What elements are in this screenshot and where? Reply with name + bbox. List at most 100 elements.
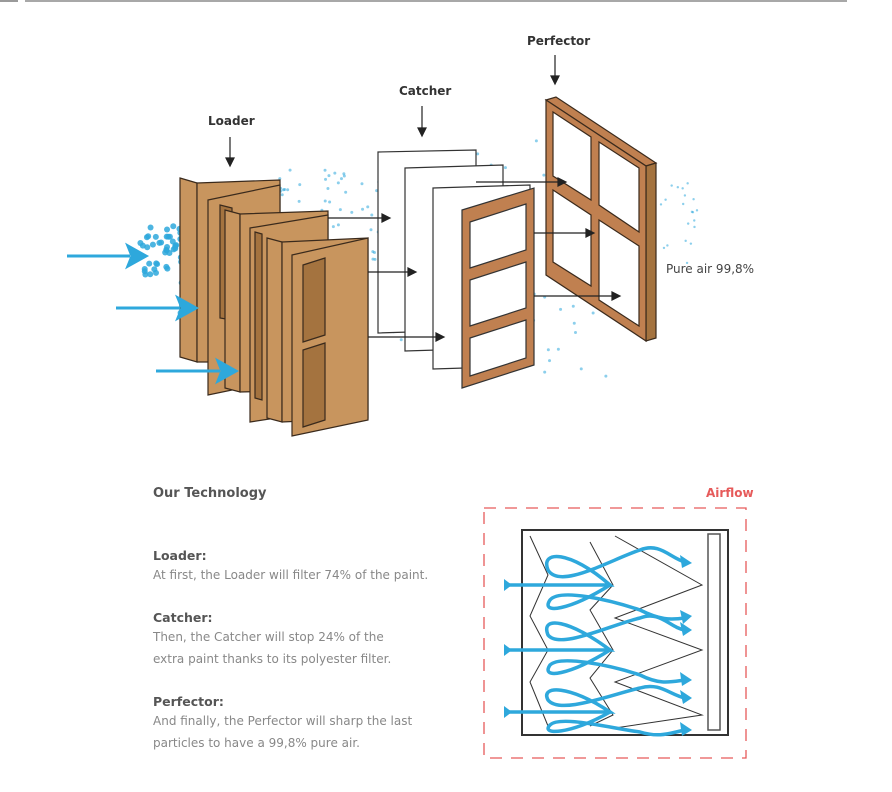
particle-dot — [684, 239, 687, 243]
particle-dot — [336, 181, 340, 185]
particle-dot — [571, 304, 575, 308]
particle-dot — [693, 219, 696, 222]
particle-dot — [142, 271, 149, 278]
particle-dot — [399, 338, 403, 342]
particle-dot — [371, 257, 375, 261]
particle-dot — [328, 200, 332, 204]
particle-dot — [664, 198, 667, 201]
particle-dot — [360, 182, 364, 186]
airflow-curves — [506, 546, 687, 737]
particle-dot — [683, 194, 687, 197]
particle-dot — [686, 222, 690, 225]
particle-dot — [543, 370, 547, 374]
particle-dot — [297, 199, 301, 203]
pleat-lines — [529, 535, 704, 729]
perfector-description: And finally, the Perfector will sharp th… — [153, 714, 413, 750]
particle-dot — [137, 239, 144, 246]
particle-dot — [172, 245, 179, 252]
particle-dot — [572, 321, 576, 325]
particle-dot — [686, 182, 689, 185]
particle-dot — [342, 172, 346, 176]
particle-dot — [339, 177, 343, 181]
particle-dot — [670, 184, 673, 187]
catcher-filter — [377, 149, 535, 389]
particle-dot — [350, 210, 354, 214]
particle-dot — [164, 265, 171, 272]
particle-dot — [147, 224, 154, 231]
section-title: Our Technology — [153, 486, 267, 501]
pure-air-label: Pure air 99,8% — [666, 262, 755, 276]
catcher-heading: Catcher: — [153, 610, 213, 625]
particle-dot — [327, 174, 331, 178]
particle-dot — [693, 225, 696, 229]
particle-dot — [573, 330, 577, 334]
airflow-label: Airflow — [706, 486, 754, 500]
particle-dot — [546, 348, 550, 352]
particle-dot — [323, 168, 327, 172]
particle-dot — [153, 260, 160, 267]
particle-dot — [146, 260, 153, 267]
particle-dot — [338, 208, 342, 212]
particle-dot — [336, 223, 340, 227]
particle-dot — [542, 173, 546, 177]
catcher-label: Catcher — [399, 84, 452, 98]
particle-dot — [164, 226, 171, 233]
filter-stages-illustration — [67, 55, 699, 437]
particle-dot — [685, 261, 689, 265]
particle-dot — [681, 187, 684, 190]
particle-dot — [695, 209, 699, 212]
particle-dot — [344, 190, 348, 194]
airflow-dashed-border — [483, 507, 747, 759]
particle-dot — [145, 233, 152, 240]
particle-dot — [152, 233, 159, 240]
particle-dot — [164, 243, 171, 250]
final-filter-panel — [707, 533, 721, 731]
particle-dot — [579, 367, 583, 371]
particle-dot — [689, 242, 693, 245]
top-divider — [25, 0, 847, 2]
air-input-arrows — [67, 242, 240, 385]
particle-dot — [371, 250, 375, 254]
particle-dot — [282, 188, 286, 192]
particle-dot — [556, 347, 560, 351]
airflow-arrowheads — [504, 555, 692, 736]
particle-dot — [298, 183, 302, 187]
label-pointers — [225, 55, 560, 168]
particle-dot — [280, 193, 284, 197]
particle-dot — [604, 374, 608, 378]
loader-heading: Loader: — [153, 548, 207, 563]
particle-dot — [666, 244, 669, 247]
particle-dot — [692, 198, 695, 201]
perfector-label: Perfector — [527, 34, 591, 48]
loader-label: Loader — [208, 114, 255, 128]
filter-housing — [521, 529, 729, 736]
particle-dot — [288, 168, 292, 172]
particle-dot — [662, 246, 666, 250]
particle-dot — [333, 171, 337, 175]
particle-dot — [331, 225, 335, 229]
particle-dot — [659, 203, 663, 206]
particle-dot — [286, 188, 290, 192]
particle-dot — [591, 311, 595, 315]
particle-dot — [534, 139, 538, 143]
air-arrow-icon — [175, 294, 200, 322]
air-arrow-icon — [215, 357, 240, 385]
particle-dot — [559, 307, 563, 311]
particle-dot — [375, 189, 379, 193]
perfector-heading: Perfector: — [153, 694, 224, 709]
loader-filter — [179, 177, 369, 437]
top-divider-left — [0, 0, 18, 2]
particle-dot — [361, 207, 365, 211]
particle-dot — [369, 228, 373, 232]
particle-dot — [548, 359, 552, 363]
particle-dot — [147, 271, 154, 278]
particle-dot — [503, 166, 507, 170]
particle-dot — [156, 239, 163, 246]
perfector-filter — [544, 96, 658, 343]
particle-dot — [681, 202, 685, 206]
loader-description: At first, the Loader will filter 74% of … — [153, 568, 429, 582]
particle-dot — [165, 233, 172, 240]
particle-dot — [170, 223, 177, 230]
airflow-diagram — [483, 507, 747, 759]
air-arrow-icon — [125, 242, 150, 270]
